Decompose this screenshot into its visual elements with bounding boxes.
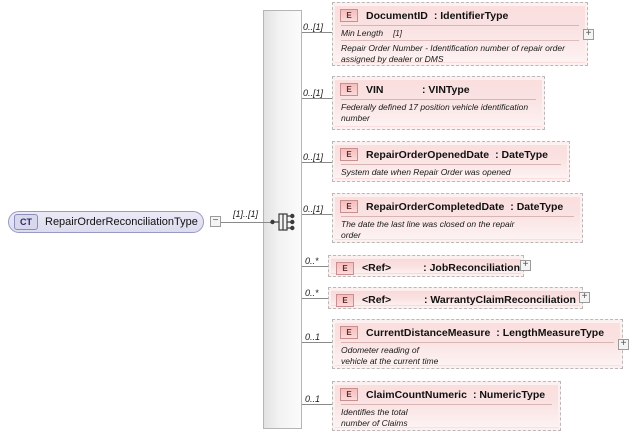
complextype-badge-icon: CT (14, 214, 38, 230)
element-box-repairordercompleteddate[interactable]: E RepairOrderCompletedDate : DateType Th… (332, 193, 583, 243)
element-badge-icon: E (340, 326, 358, 339)
element-description: Identifies the total number of Claims (341, 407, 408, 428)
element-type: : DateType (495, 148, 549, 161)
connector-element-2 (302, 162, 332, 163)
element-name: ClaimCountNumeric (366, 388, 467, 401)
connector-root-to-compositor (221, 222, 271, 223)
element-box-repairorderopeneddate[interactable]: E RepairOrderOpenedDate : DateType Syste… (332, 141, 570, 182)
connector-element-1 (302, 98, 332, 99)
facet-label: Min Length (341, 28, 384, 38)
expand-toggle-currentdistancemeasure[interactable]: + (618, 339, 629, 350)
occurrence-element-5: 0..* (305, 288, 319, 298)
element-header: E CurrentDistanceMeasure : LengthMeasure… (336, 323, 619, 342)
complextype-label: RepairOrderReconciliationType (45, 216, 198, 228)
element-box-documentid[interactable]: E DocumentID : IdentifierType Min Length… (332, 2, 588, 66)
element-type: : JobReconciliation (423, 262, 520, 274)
element-type: : NumericType (472, 388, 546, 401)
element-type: : VINType (422, 83, 470, 96)
divider (341, 164, 561, 165)
element-name: CurrentDistanceMeasure (366, 326, 491, 339)
element-name: <Ref> (362, 262, 392, 274)
connector-element-4 (302, 266, 328, 267)
element-box-currentdistancemeasure[interactable]: E CurrentDistanceMeasure : LengthMeasure… (332, 319, 623, 369)
element-badge-icon: E (336, 261, 354, 275)
occurrence-element-4: 0..* (305, 256, 319, 266)
element-description: System date when Repair Order was opened (341, 167, 511, 177)
element-type: : LengthMeasureType (496, 326, 605, 339)
element-header: E <Ref> : JobReconciliation (332, 259, 520, 277)
collapse-toggle-root[interactable]: − (210, 216, 221, 227)
connector-element-5 (302, 298, 328, 299)
element-name: RepairOrderCompletedDate (366, 200, 505, 213)
element-box-ref-jobreconciliation[interactable]: E <Ref> : JobReconciliation (328, 255, 524, 277)
element-badge-icon: E (340, 148, 358, 161)
element-header: E <Ref> : WarrantyClaimReconciliation (332, 291, 579, 309)
element-facet-row: Min Length [1] (336, 26, 584, 40)
expand-toggle-ref-jobreconciliation[interactable]: + (520, 260, 531, 271)
connector-element-0 (302, 32, 332, 33)
occurrence-root: [1]..[1] (233, 209, 259, 219)
element-description: The date the last line was closed on the… (341, 219, 515, 240)
expand-toggle-documentid[interactable]: + (583, 29, 594, 40)
occurrence-element-7: 0..1 (305, 394, 321, 404)
connector-element-6 (302, 342, 332, 343)
connector-element-3 (302, 214, 332, 215)
divider (341, 40, 579, 41)
occurrence-element-1: 0..[1] (303, 88, 324, 98)
element-header: E DocumentID : IdentifierType (336, 6, 584, 25)
element-description: Repair Order Number - Identification num… (341, 43, 565, 64)
occurrence-element-6: 0..1 (305, 332, 321, 342)
occurrence-element-3: 0..[1] (303, 204, 324, 214)
element-badge-icon: E (336, 293, 354, 307)
element-name: <Ref> (362, 294, 392, 306)
divider (341, 25, 579, 26)
element-box-ref-warrantyclaimreconciliation[interactable]: E <Ref> : WarrantyClaimReconciliation (328, 287, 583, 309)
element-description: Federally defined 17 position vehicle id… (341, 102, 529, 123)
element-name: VIN (366, 83, 384, 96)
connector-element-7 (302, 404, 332, 405)
element-box-vin[interactable]: E VIN : VINType Federally defined 17 pos… (332, 76, 545, 130)
element-badge-icon: E (340, 83, 358, 96)
element-type: : DateType (510, 200, 564, 213)
element-badge-icon: E (340, 388, 358, 401)
divider (341, 216, 574, 217)
element-box-claimcountnumeric[interactable]: E ClaimCountNumeric : NumericType Identi… (332, 381, 561, 431)
sequence-compositor-icon[interactable] (270, 207, 296, 237)
facet-count: [1] (393, 29, 402, 38)
divider (341, 342, 614, 343)
element-header: E RepairOrderOpenedDate : DateType (336, 145, 566, 164)
element-name: DocumentID (366, 9, 428, 22)
divider (341, 99, 536, 100)
element-name: RepairOrderOpenedDate (366, 148, 490, 161)
element-badge-icon: E (340, 9, 358, 22)
expand-toggle-ref-warrantyclaimreconciliation[interactable]: + (579, 292, 590, 303)
occurrence-element-2: 0..[1] (303, 152, 324, 162)
element-type: : WarrantyClaimReconciliation (424, 294, 576, 306)
element-description: Odometer reading of vehicle at the curre… (341, 345, 439, 366)
element-header: E RepairOrderCompletedDate : DateType (336, 197, 579, 216)
occurrence-element-0: 0..[1] (303, 22, 324, 32)
complextype-node-repairorderreconciliationtype[interactable]: CT RepairOrderReconciliationType (8, 211, 204, 233)
divider (341, 404, 552, 405)
element-type: : IdentifierType (433, 9, 509, 22)
element-header: E ClaimCountNumeric : NumericType (336, 385, 557, 404)
element-header: E VIN : VINType (336, 80, 541, 99)
element-badge-icon: E (340, 200, 358, 213)
